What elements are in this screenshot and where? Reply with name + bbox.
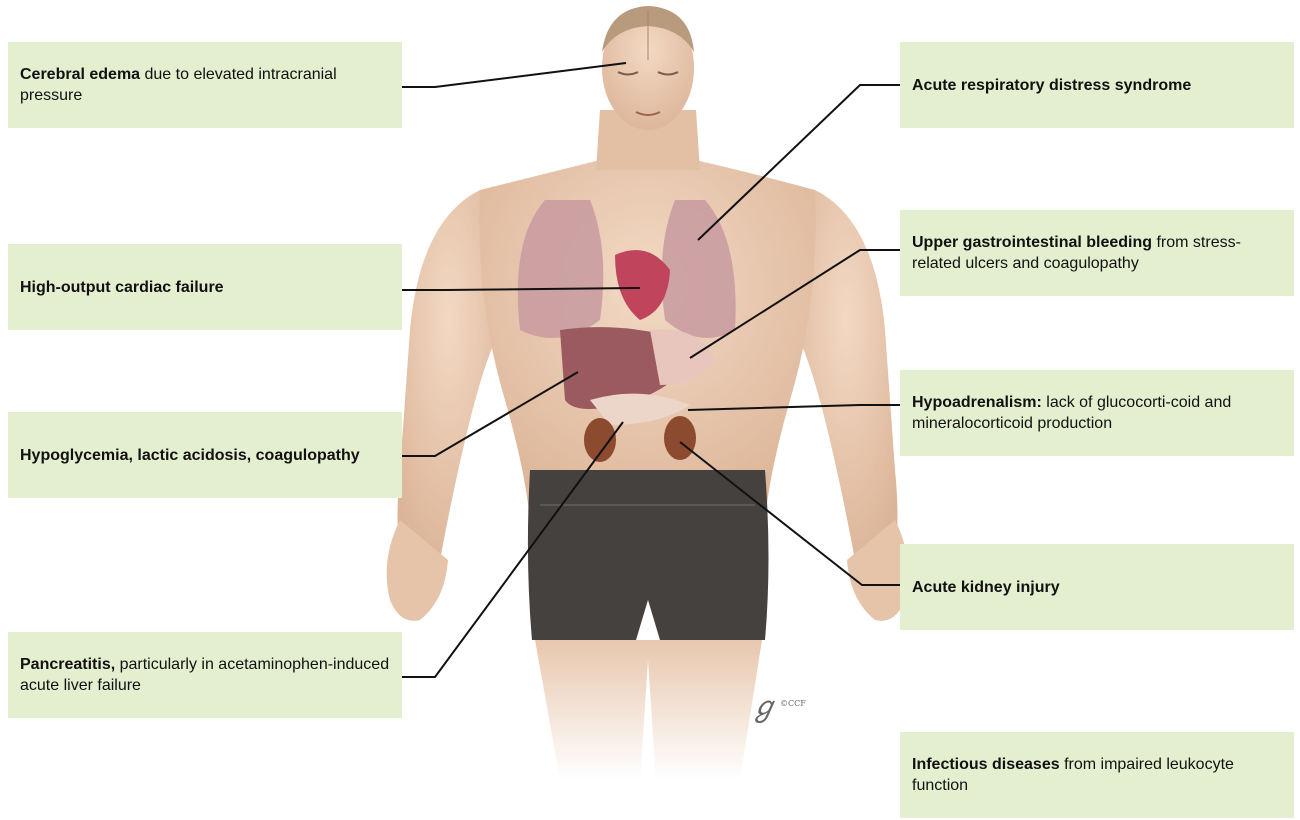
- label-gi-bleeding: Upper gastrointestinal bleeding from str…: [900, 210, 1294, 296]
- label-hypoglycemia: Hypoglycemia, lactic acidosis, coagulopa…: [8, 412, 402, 498]
- legs: [535, 640, 762, 780]
- artist-signature: ℊ©CCF: [750, 685, 806, 725]
- label-pancreatitis: Pancreatitis, particularly in acetaminop…: [8, 632, 402, 718]
- leader-cerebral: [392, 63, 626, 87]
- label-hypoadrenalism: Hypoadrenalism: lack of glucocorti-coid …: [900, 370, 1294, 456]
- shorts: [528, 470, 769, 640]
- label-infectious-diseases: Infectious diseases from impaired leukoc…: [900, 732, 1294, 818]
- label-kidney-injury: Acute kidney injury: [900, 544, 1294, 630]
- label-ards: Acute respiratory distress syndrome: [900, 42, 1294, 128]
- left-kidney: [584, 418, 616, 462]
- label-cerebral-edema: Cerebral edema due to elevated intracran…: [8, 42, 402, 128]
- label-cardiac-failure: High-output cardiac failure: [8, 244, 402, 330]
- right-kidney: [664, 416, 696, 460]
